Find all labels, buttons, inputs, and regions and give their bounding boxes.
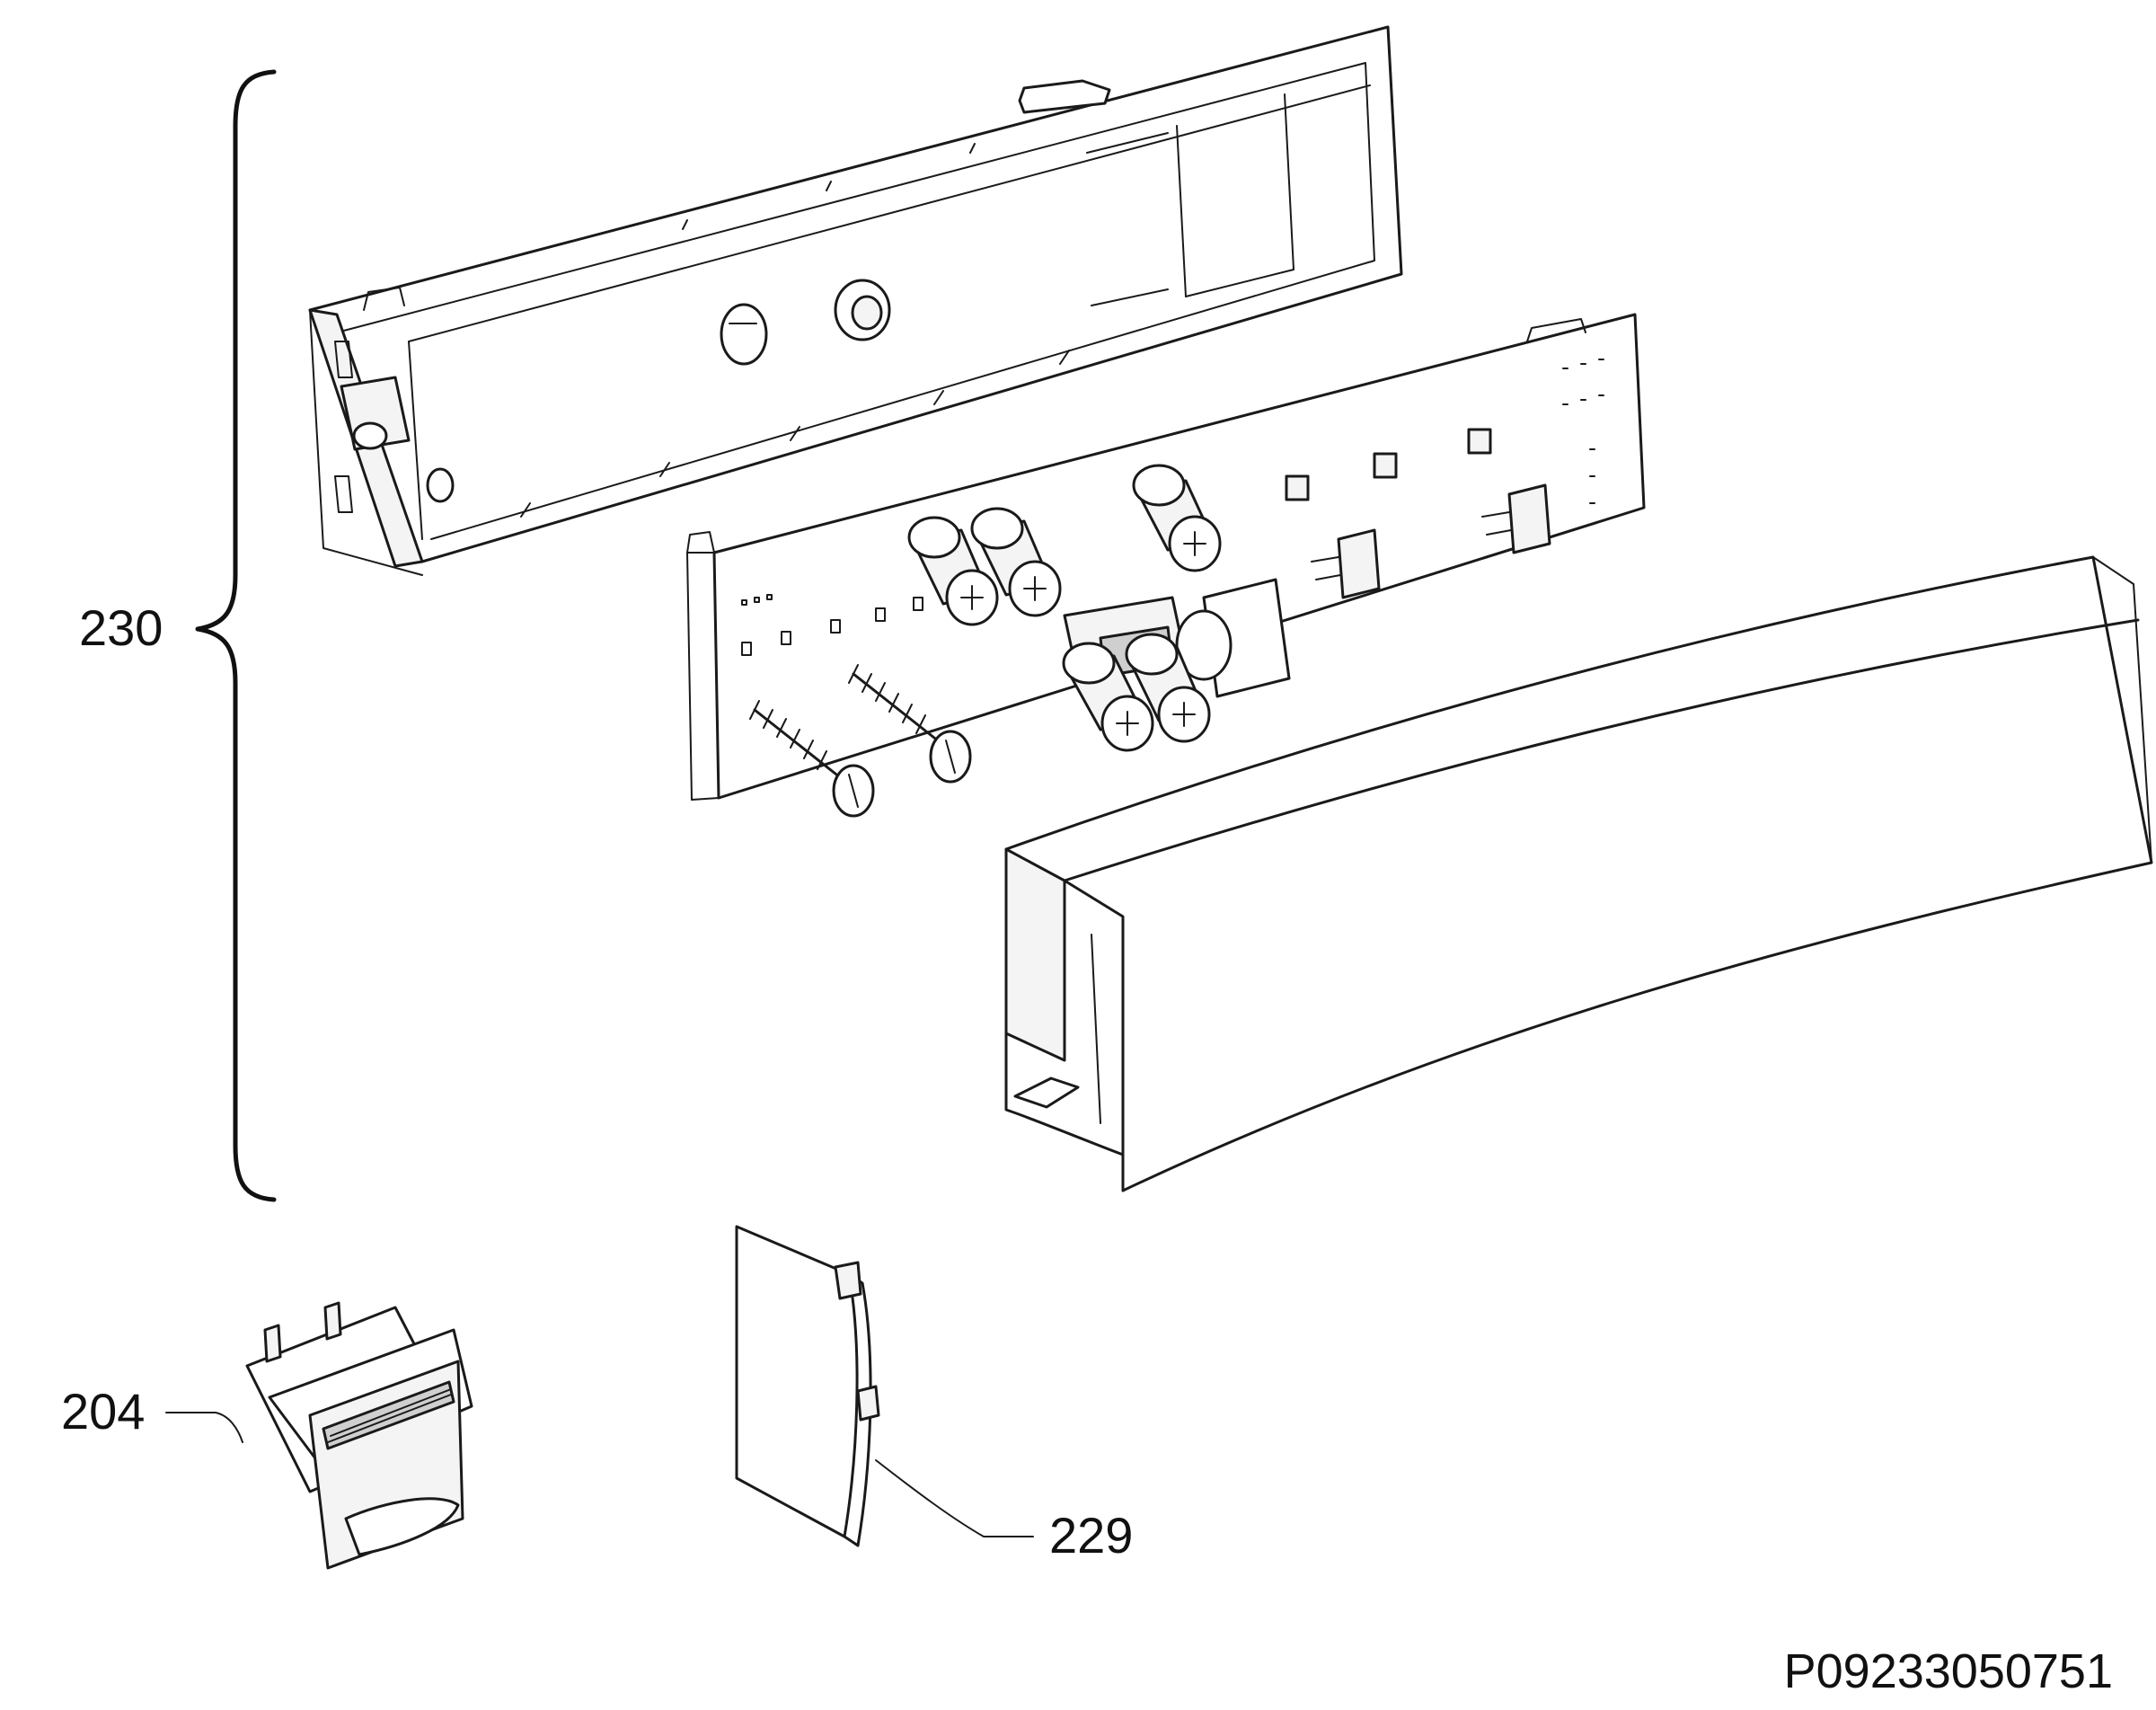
callout-229: 229 bbox=[1049, 1507, 1133, 1564]
assembly-brace bbox=[195, 69, 277, 1202]
front-cover bbox=[1004, 555, 2153, 1192]
capacitors bbox=[907, 464, 1222, 752]
screws bbox=[749, 664, 972, 818]
rear-frame bbox=[308, 25, 1403, 576]
circuit-board bbox=[686, 313, 1646, 801]
door-switch bbox=[245, 1301, 473, 1570]
drawing-code: P09233050751 bbox=[1784, 1644, 2113, 1698]
leader-229 bbox=[875, 1459, 1034, 1537]
leader-204 bbox=[165, 1412, 243, 1443]
cover-plate bbox=[735, 1225, 880, 1547]
callout-230: 230 bbox=[79, 599, 163, 656]
callout-204: 204 bbox=[61, 1383, 145, 1440]
